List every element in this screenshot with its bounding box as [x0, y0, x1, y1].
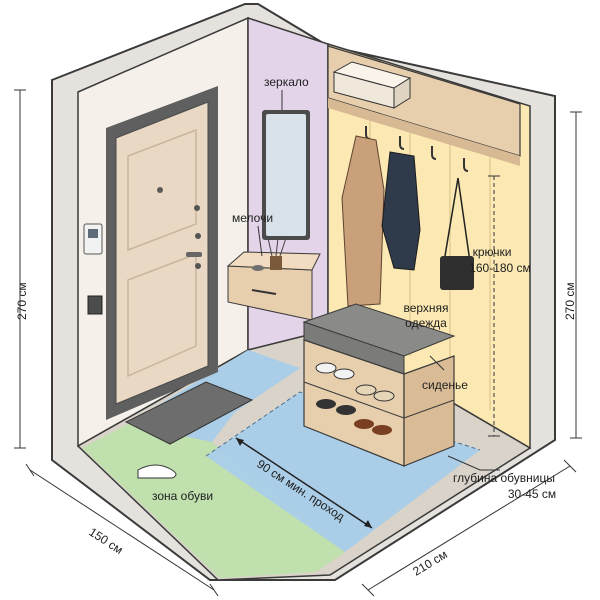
leader-lines — [257, 90, 500, 471]
label-hooks: крючки — [473, 245, 512, 259]
doormat — [124, 381, 254, 445]
coat-hooks — [365, 126, 469, 172]
label-hooks-height: 160-180 см — [469, 261, 531, 275]
hooks-height-dimension — [488, 175, 500, 437]
shoe-icon — [137, 464, 177, 479]
label-shoe-depth: глубина обувницы — [453, 471, 555, 485]
intercom[interactable] — [83, 223, 103, 255]
shelf-items — [252, 237, 287, 271]
shoe-zone-area — [82, 424, 345, 578]
door-peephole — [157, 187, 163, 193]
label-shoe-zone: зона обуви — [152, 489, 213, 503]
door-handle[interactable] — [186, 252, 202, 257]
label-outerwear-2: одежда — [405, 316, 447, 330]
label-outerwear: верхняя — [403, 301, 448, 315]
entry-door — [115, 101, 209, 405]
dimension-height-left: 270 см — [15, 282, 29, 320]
dimension-lines — [14, 89, 582, 597]
label-mirror: зеркало — [264, 75, 309, 89]
shoes — [315, 362, 395, 435]
handbag — [440, 256, 474, 290]
passage-dimension — [235, 437, 373, 529]
dark-jacket — [381, 151, 421, 271]
dimension-height-right: 270 см — [563, 282, 577, 320]
storage-box — [332, 61, 412, 109]
bag-strap — [443, 177, 471, 263]
beige-coat — [341, 135, 385, 307]
light-switch[interactable] — [87, 295, 103, 315]
dimension-width-front: 150 см — [86, 525, 125, 557]
label-small-items: мелочи — [232, 211, 273, 225]
label-shoe-depth-range: 30-45 см — [508, 487, 556, 501]
label-seat: сиденье — [422, 378, 468, 392]
